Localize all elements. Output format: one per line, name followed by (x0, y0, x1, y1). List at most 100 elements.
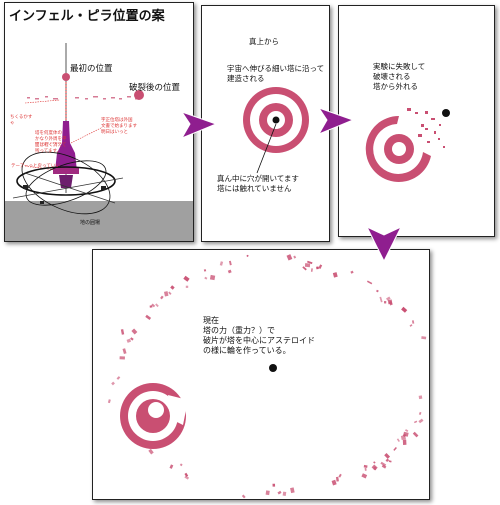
debris-fragment (131, 328, 138, 335)
note-left-1: ちくるかす (10, 115, 33, 120)
debris-fragment (107, 399, 111, 404)
top-view-description: 宇宙へ伸びる細い塔に沿って 建造される (227, 64, 325, 83)
top-view-hole-note: 真ん中に穴が開いてます 塔には触れていません (217, 174, 299, 193)
panel-failure: 実験に失敗して 破壊される 塔から外れる (338, 5, 495, 237)
debris-fragment (418, 411, 422, 415)
debris-fragment (282, 491, 287, 496)
debris-fragment (219, 261, 224, 266)
debris-fragment (383, 301, 387, 304)
debris-fragment (388, 460, 392, 463)
debris-fragment (111, 381, 115, 386)
debris-fragment (126, 338, 132, 343)
debris-fragment (401, 306, 408, 313)
debris-fragment (151, 303, 156, 308)
debris-fragment (185, 285, 189, 288)
arrow-right-icon (180, 111, 218, 140)
debris-fragment (376, 289, 379, 293)
debris-fragment (293, 255, 297, 259)
debris-fragment (277, 490, 282, 495)
diagram-title: インフェル・ピラ位置の案 (9, 9, 165, 24)
debris-fragment (404, 429, 409, 433)
debris-fragment (402, 439, 407, 445)
debris-fragment (130, 337, 134, 341)
debris-fragment (160, 295, 164, 300)
debris-fragment (385, 458, 390, 463)
debris-fragment (148, 448, 154, 455)
debris-fragment (361, 473, 368, 479)
debris-fragment (203, 269, 207, 272)
debris-fragment (155, 303, 159, 308)
debris-fragment (418, 418, 424, 424)
debris-fragment (179, 463, 183, 467)
debris-fragment (246, 254, 249, 258)
label-destroyed-position: 破裂後の位置 (129, 83, 181, 93)
debris-fragment (304, 263, 311, 268)
debris-fragment (350, 270, 354, 274)
note-mid-right-3: 明日はいっと (101, 130, 128, 135)
debris-fragment (373, 461, 376, 464)
side-view-drawing (5, 43, 193, 241)
debris-fragment (265, 490, 270, 496)
debris-fragment (286, 254, 293, 261)
debris-fragment (120, 329, 125, 335)
top-view-ring-drawing (243, 87, 309, 174)
debris-fragment (307, 260, 313, 265)
debris-fragment (241, 494, 246, 499)
debris-fragment (122, 348, 127, 354)
note-mid-right-1: 字正位塔は外国 (101, 118, 133, 123)
top-view-header: 真上から (249, 37, 279, 46)
debris-fragment (310, 268, 313, 272)
debris-fragment (366, 280, 373, 285)
debris-fragment (209, 274, 216, 281)
debris-fragment (384, 452, 391, 459)
debris-fragment (163, 291, 169, 297)
debris-fragment (168, 291, 172, 295)
debris-fragment (169, 464, 174, 469)
debris-fragment (227, 269, 232, 274)
debris-fragment (184, 472, 189, 477)
debris-fragment (272, 483, 276, 487)
note-mid-right-2: 文書で始まります (101, 124, 137, 129)
note-mid-left-2: かなり外周を平 (35, 137, 67, 142)
debris-fragment (183, 275, 190, 282)
label-initial-position: 最初の位置 (70, 64, 113, 74)
debris-fragment (363, 464, 368, 468)
broken-ring-drawing (365, 108, 450, 182)
debris-fragment (393, 447, 397, 451)
debris-fragment (149, 305, 153, 308)
debris-fragment (386, 296, 391, 301)
debris-fragment (302, 266, 307, 271)
arrow-down-icon (365, 225, 403, 263)
note-ground-left: テーアーっと戻っていい (11, 164, 60, 169)
debris-fragment (371, 464, 378, 471)
ground-label: 地の囲場 (80, 220, 101, 226)
debris-fragment (116, 376, 121, 380)
panel-side-view: インフェル・ピラ位置の案 (4, 2, 194, 242)
debris-fragment (316, 266, 319, 270)
debris-fragment (381, 464, 387, 469)
debris-fragment (387, 299, 393, 305)
note-mid-left-1: 塔を何度体の (35, 131, 62, 136)
debris-fragment (409, 324, 413, 327)
debris-fragment (170, 285, 175, 290)
debris-fragment (335, 476, 339, 482)
debris-fragment (338, 473, 342, 478)
debris-fragment (411, 320, 415, 324)
debris-fragment (421, 336, 427, 340)
current-state-description: 現在 塔の力（重力？）で 破片が塔を中心にアステロイド の様に輪を作っている。 (203, 316, 315, 355)
failure-description: 実験に失敗して 破壊される 塔から外れる (373, 62, 426, 91)
debris-fragment (204, 276, 208, 280)
debris-fragment (396, 438, 400, 442)
debris-fragment (332, 272, 338, 278)
panel-current-state: 現在 塔の力（重力？）で 破片が塔を中心にアステロイド の様に輪を作っている。 (92, 249, 430, 500)
debris-fragment (418, 395, 423, 400)
debris-fragment (412, 431, 419, 438)
debris-fragment (184, 475, 190, 480)
debris-fragment (380, 461, 387, 467)
debris-fragment (413, 420, 418, 424)
panel-top-view: 真上から 宇宙へ伸びる細い塔に沿って 建造される 真ん中に穴が開いてます 塔には… (201, 5, 330, 242)
arrow-right-icon-2 (317, 107, 355, 136)
note-mid-left-3: 面は軽く消えて (35, 143, 67, 148)
debris-fragment (290, 487, 295, 494)
note-left-2: ゃ (10, 121, 15, 126)
